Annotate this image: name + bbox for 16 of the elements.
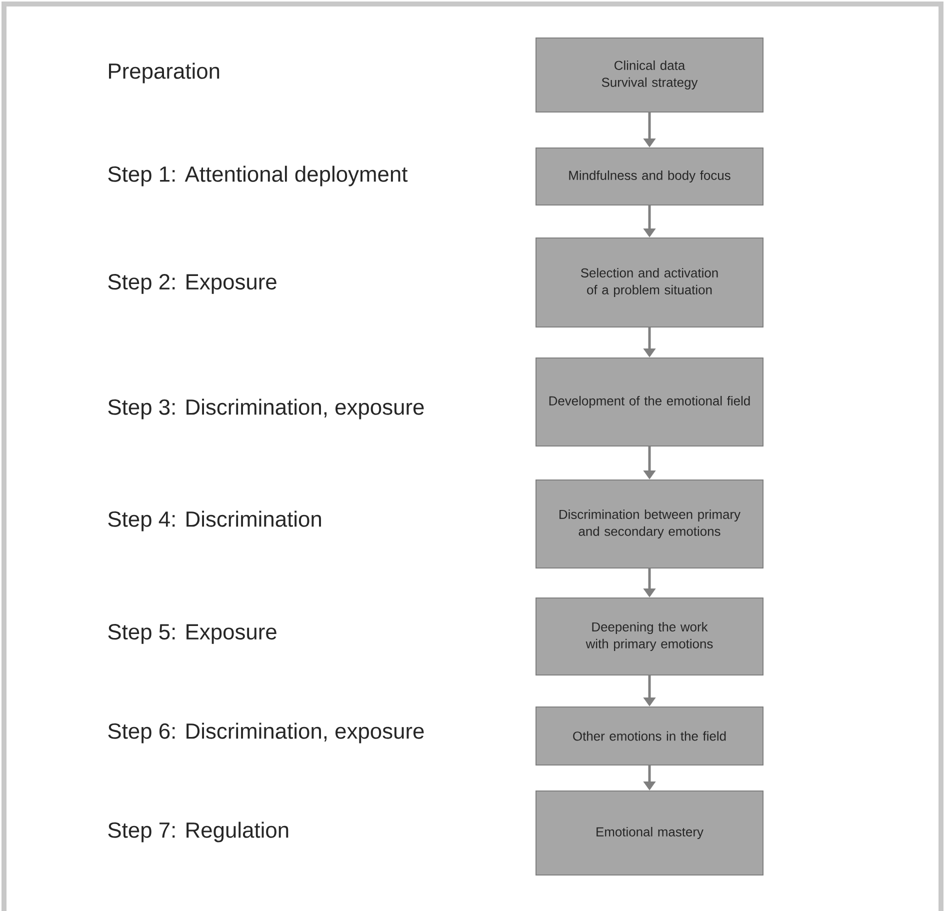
step-label: Step 1: Attentional deployment	[108, 166, 408, 186]
step-label: Step 3: Discrimination, exposure	[108, 398, 424, 420]
process-box: Development of the emotional field	[536, 357, 764, 446]
step-label: Step 6: Discrimination, exposure	[108, 722, 424, 744]
step-label: Step 4: Discrimination	[108, 510, 321, 532]
step-label: Step 2: Exposure	[108, 274, 276, 294]
process-box: Emotional mastery	[536, 790, 764, 876]
process-box: Deepening the work with primary emotions	[536, 597, 764, 676]
process-box: Clinical data Survival strategy	[536, 38, 764, 112]
process-box: Other emotions in the field	[536, 706, 764, 766]
step-label: Step 7: Regulation	[108, 822, 288, 842]
process-box: Discrimination between primary and secondary emotions	[536, 479, 764, 568]
process-box: Selection and activation of a problem situation	[536, 237, 764, 328]
process-box: Mindfulness and body focus	[536, 147, 764, 206]
step-label: Preparation	[109, 62, 220, 84]
step-label: Step 5: Exposure	[108, 624, 276, 644]
